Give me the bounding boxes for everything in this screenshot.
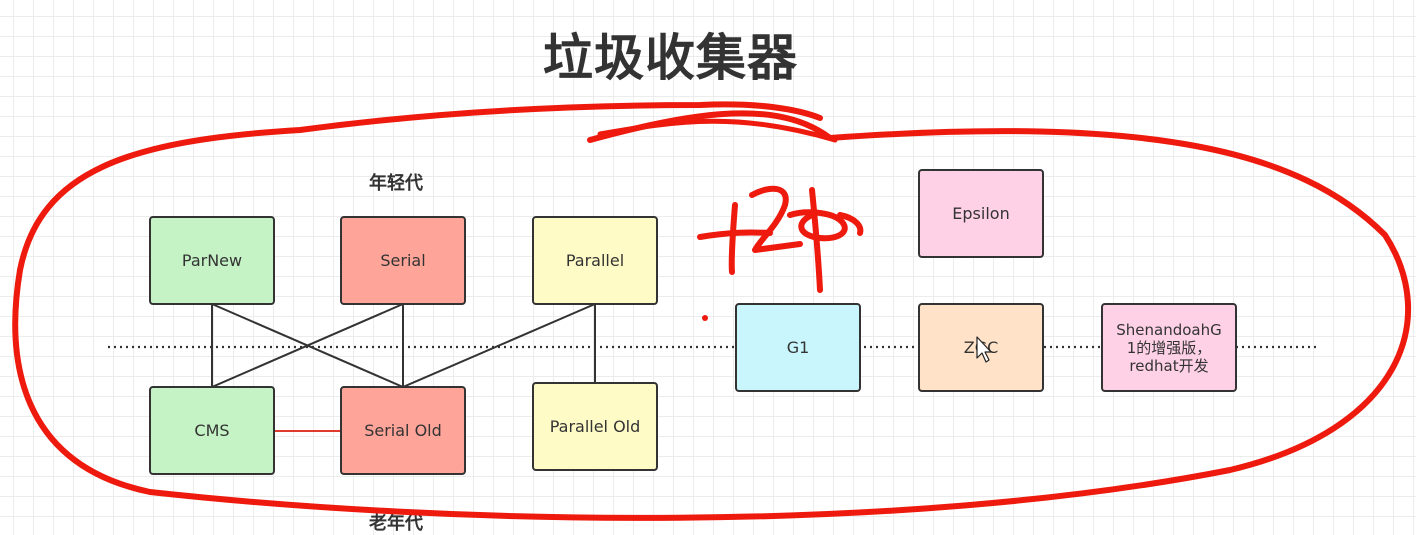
red-ellipse-outline — [12, 101, 1411, 521]
parallel-label: Parallel — [565, 250, 625, 270]
red-dot-mark — [702, 315, 708, 321]
link-serial-cms — [211, 303, 404, 388]
g1-node[interactable]: G1 — [735, 303, 861, 392]
cms-node[interactable]: CMS — [149, 386, 275, 475]
shenandoah-label-line-2: 1的增强版， — [1126, 338, 1212, 357]
g1-label: G1 — [786, 337, 810, 357]
parallel-old-node[interactable]: Parallel Old — [532, 382, 658, 471]
shenandoah-label-line-3: redhat开发 — [1129, 356, 1209, 375]
serial-old-label: Serial Old — [364, 420, 442, 440]
serial-node[interactable]: Serial — [340, 216, 466, 305]
old-generation-label: 老年代 — [369, 513, 423, 534]
parallel-old-label: Parallel Old — [549, 416, 641, 436]
cms-label: CMS — [194, 420, 230, 440]
epsilon-label: Epsilon — [952, 203, 1010, 223]
link-parallel-serial-old — [402, 303, 596, 388]
epsilon-node[interactable]: Epsilon — [918, 169, 1044, 258]
shenandoah-node[interactable]: ShenandoahG 1的增强版， redhat开发 — [1101, 303, 1237, 392]
parnew-node[interactable]: ParNew — [149, 216, 275, 305]
young-generation-label: 年轻代 — [369, 173, 423, 194]
shenandoah-label-line-1: ShenandoahG — [1116, 320, 1222, 339]
parallel-node[interactable]: Parallel — [532, 216, 658, 305]
page-title: 垃圾收集器 — [543, 29, 798, 87]
parnew-label: ParNew — [181, 250, 243, 270]
serial-label: Serial — [380, 250, 426, 270]
red-ellipse-inner-stroke — [597, 118, 838, 143]
serial-old-node[interactable]: Serial Old — [340, 386, 466, 475]
plus-two-annotation — [697, 185, 864, 293]
